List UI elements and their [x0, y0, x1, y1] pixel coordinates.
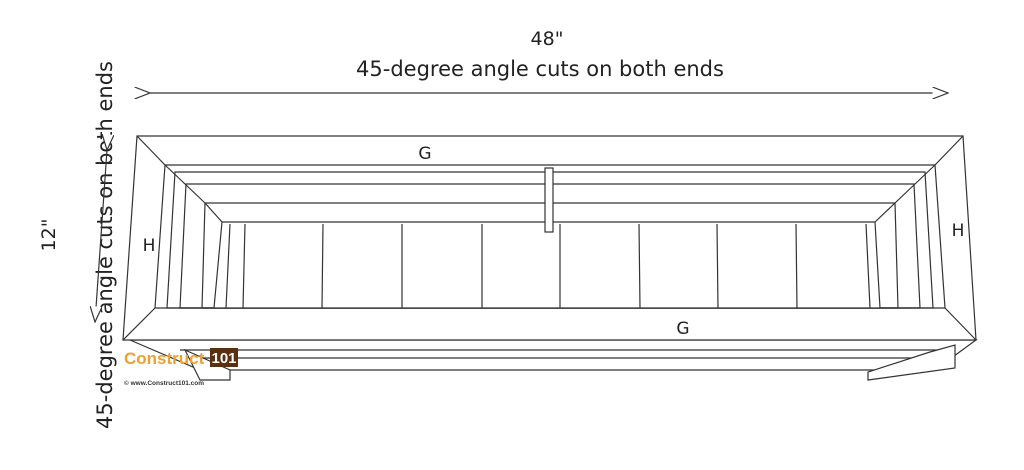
center-divider — [544, 167, 554, 233]
part-label-h-left: H — [143, 236, 156, 256]
logo-number-box — [210, 348, 238, 367]
construct101-logo: Construct 101 © www.Construct101.com — [124, 348, 238, 387]
bottom-skirt — [129, 339, 978, 371]
side-dimension-note: 45-degree angle cuts on both ends — [93, 61, 117, 429]
part-label-g-bottom: G — [676, 319, 689, 339]
part-label-g-top: G — [418, 144, 431, 164]
top-dimension-value: 48" — [531, 28, 564, 50]
logo-brand: Construct — [124, 349, 205, 368]
floor-boards — [213, 221, 881, 309]
part-label-h-right: H — [952, 221, 965, 241]
top-dimension-note: 45-degree angle cuts on both ends — [356, 57, 724, 81]
right-foot — [867, 344, 956, 381]
depth-dimension-arrow — [95, 150, 107, 322]
side-dimension-value: 12" — [38, 219, 60, 252]
logo-number: 101 — [211, 350, 236, 367]
logo-website: © www.Construct101.com — [124, 379, 204, 387]
